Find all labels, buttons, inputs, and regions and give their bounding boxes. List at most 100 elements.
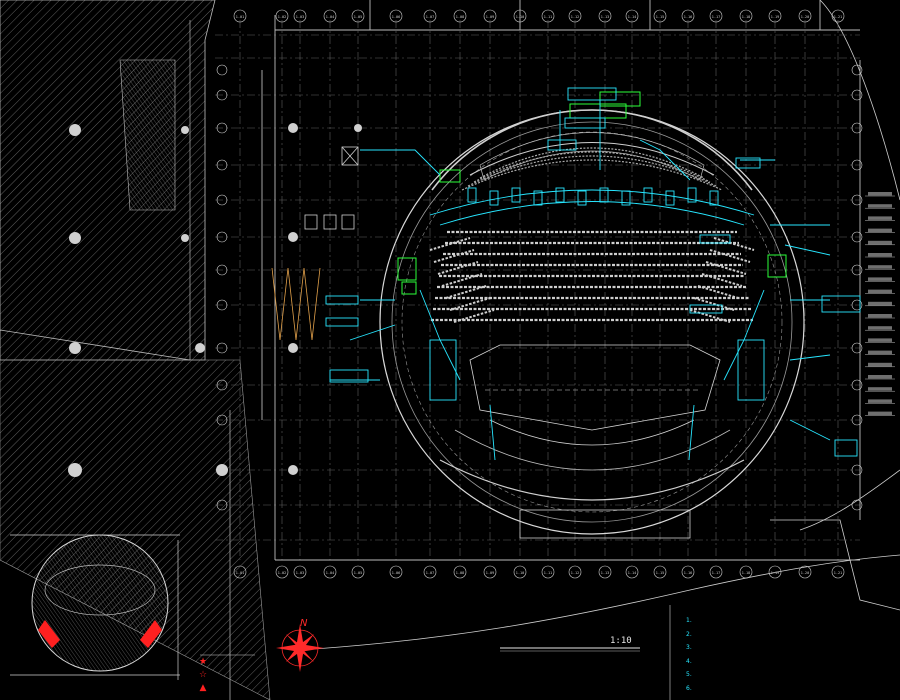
structural-grid	[215, 0, 861, 561]
leader-tag	[868, 265, 892, 269]
note-line: 2.	[686, 630, 692, 638]
equipment-cyan	[599, 187, 609, 203]
column-tag: 1-21	[831, 565, 845, 579]
leader-tag	[868, 277, 892, 281]
column-tag: 1-04	[323, 9, 337, 23]
seat-row-right	[697, 285, 739, 299]
svg-text:1-08: 1-08	[456, 571, 464, 575]
note-line: 4.	[686, 657, 692, 665]
equipment-green	[397, 91, 787, 295]
column-dots	[68, 123, 362, 477]
svg-text:1-11: 1-11	[544, 571, 552, 575]
inset-plan	[10, 534, 180, 680]
column-tag: 1-11	[541, 565, 555, 579]
outline-star-icon: ☆	[198, 670, 208, 680]
svg-text:1-18: 1-18	[742, 571, 750, 575]
annotation-box	[737, 339, 765, 401]
svg-text:1-20: 1-20	[801, 15, 809, 19]
triangle-icon: ▲	[199, 683, 207, 693]
row-tag-bubble	[216, 159, 228, 171]
duct-line	[789, 354, 831, 361]
drawing-notes: 1. 2. 3. 4. 5. 6.	[686, 614, 896, 695]
star-icon: ★	[198, 657, 208, 667]
leader-tag	[868, 192, 892, 196]
duct-line	[688, 404, 695, 461]
row-tag-bubble	[216, 379, 228, 391]
seat-row-left	[437, 261, 479, 275]
duct-line	[360, 149, 441, 176]
duct-line	[639, 139, 691, 181]
row-tag-bubble	[851, 464, 863, 476]
annotation-box	[564, 117, 606, 129]
leader-tag	[868, 375, 892, 379]
seat-row-right	[713, 237, 755, 251]
equipment-cyan	[665, 190, 675, 206]
column-tag: 1-21	[831, 9, 845, 23]
svg-text:1-21: 1-21	[834, 15, 842, 19]
row-tag-bubble	[851, 379, 863, 391]
column-tag: 1-01	[233, 9, 247, 23]
duct-line	[429, 189, 755, 216]
svg-text:1-17: 1-17	[712, 571, 720, 575]
row-tag-bubble	[851, 299, 863, 311]
column-tag: 1-02	[275, 9, 289, 23]
seat-row-left	[433, 249, 475, 263]
svg-text:1-08: 1-08	[456, 15, 464, 19]
svg-text:1-03: 1-03	[296, 15, 304, 19]
column-tag: 1-03	[293, 565, 307, 579]
equipment-cyan	[577, 190, 587, 206]
column-tag: 1-12	[568, 9, 582, 23]
leader-tag	[868, 253, 892, 257]
column-tag: 1-05	[351, 9, 365, 23]
legend-item: ▲	[198, 683, 214, 693]
equipment-cyan	[533, 190, 543, 206]
svg-text:1-01: 1-01	[236, 571, 244, 575]
annotation-box	[325, 295, 359, 305]
seat-row-left	[445, 285, 487, 299]
leader-tag	[868, 338, 892, 342]
svg-text:1-05: 1-05	[354, 571, 362, 575]
row-tag-bubble	[216, 414, 228, 426]
annotation-box	[699, 234, 731, 244]
column-tag: 1-17	[709, 565, 723, 579]
duct-line	[723, 289, 765, 381]
equipment-cyan	[511, 187, 521, 203]
seat-row-left	[453, 309, 495, 323]
leader-tag	[868, 301, 892, 306]
svg-text:1-16: 1-16	[684, 15, 692, 19]
note-line: 5.	[686, 671, 692, 678]
middle-features	[229, 70, 359, 700]
row-tag-bubble	[851, 159, 863, 171]
row-tag-bubble	[851, 122, 863, 134]
balcony-row	[473, 151, 711, 183]
column-tag: 1-04	[323, 565, 337, 579]
leader-tag	[868, 411, 892, 416]
svg-text:1-07: 1-07	[426, 15, 434, 19]
note-line: 3.	[686, 644, 692, 651]
seat-row-right	[705, 261, 747, 275]
column-tag: 1-08	[453, 9, 467, 23]
leader-tag	[868, 387, 892, 391]
svg-text:1-05: 1-05	[354, 15, 362, 19]
equipment-cyan	[467, 187, 477, 203]
annotation-box	[325, 317, 359, 327]
left-hatched-structure	[0, 0, 271, 700]
column-tag: 1-18	[739, 565, 753, 579]
column-tag: 1-09	[483, 565, 497, 579]
leader-tag	[868, 204, 892, 208]
mep-cyan-annotations	[325, 87, 861, 461]
svg-text:1-15: 1-15	[656, 571, 664, 575]
duct-line	[784, 244, 831, 256]
leader-tag	[868, 289, 892, 294]
row-tag-bubble	[851, 64, 863, 76]
svg-text:1-19: 1-19	[771, 15, 779, 19]
row-tag-bubble	[851, 414, 863, 426]
svg-text:1-09: 1-09	[486, 15, 494, 19]
leader-tag	[868, 240, 892, 245]
seat-row-left	[449, 297, 491, 311]
duct-line	[789, 419, 831, 441]
column-tag: 1-16	[681, 565, 695, 579]
equipment-cyan	[621, 190, 631, 206]
annotation-box	[821, 295, 861, 313]
